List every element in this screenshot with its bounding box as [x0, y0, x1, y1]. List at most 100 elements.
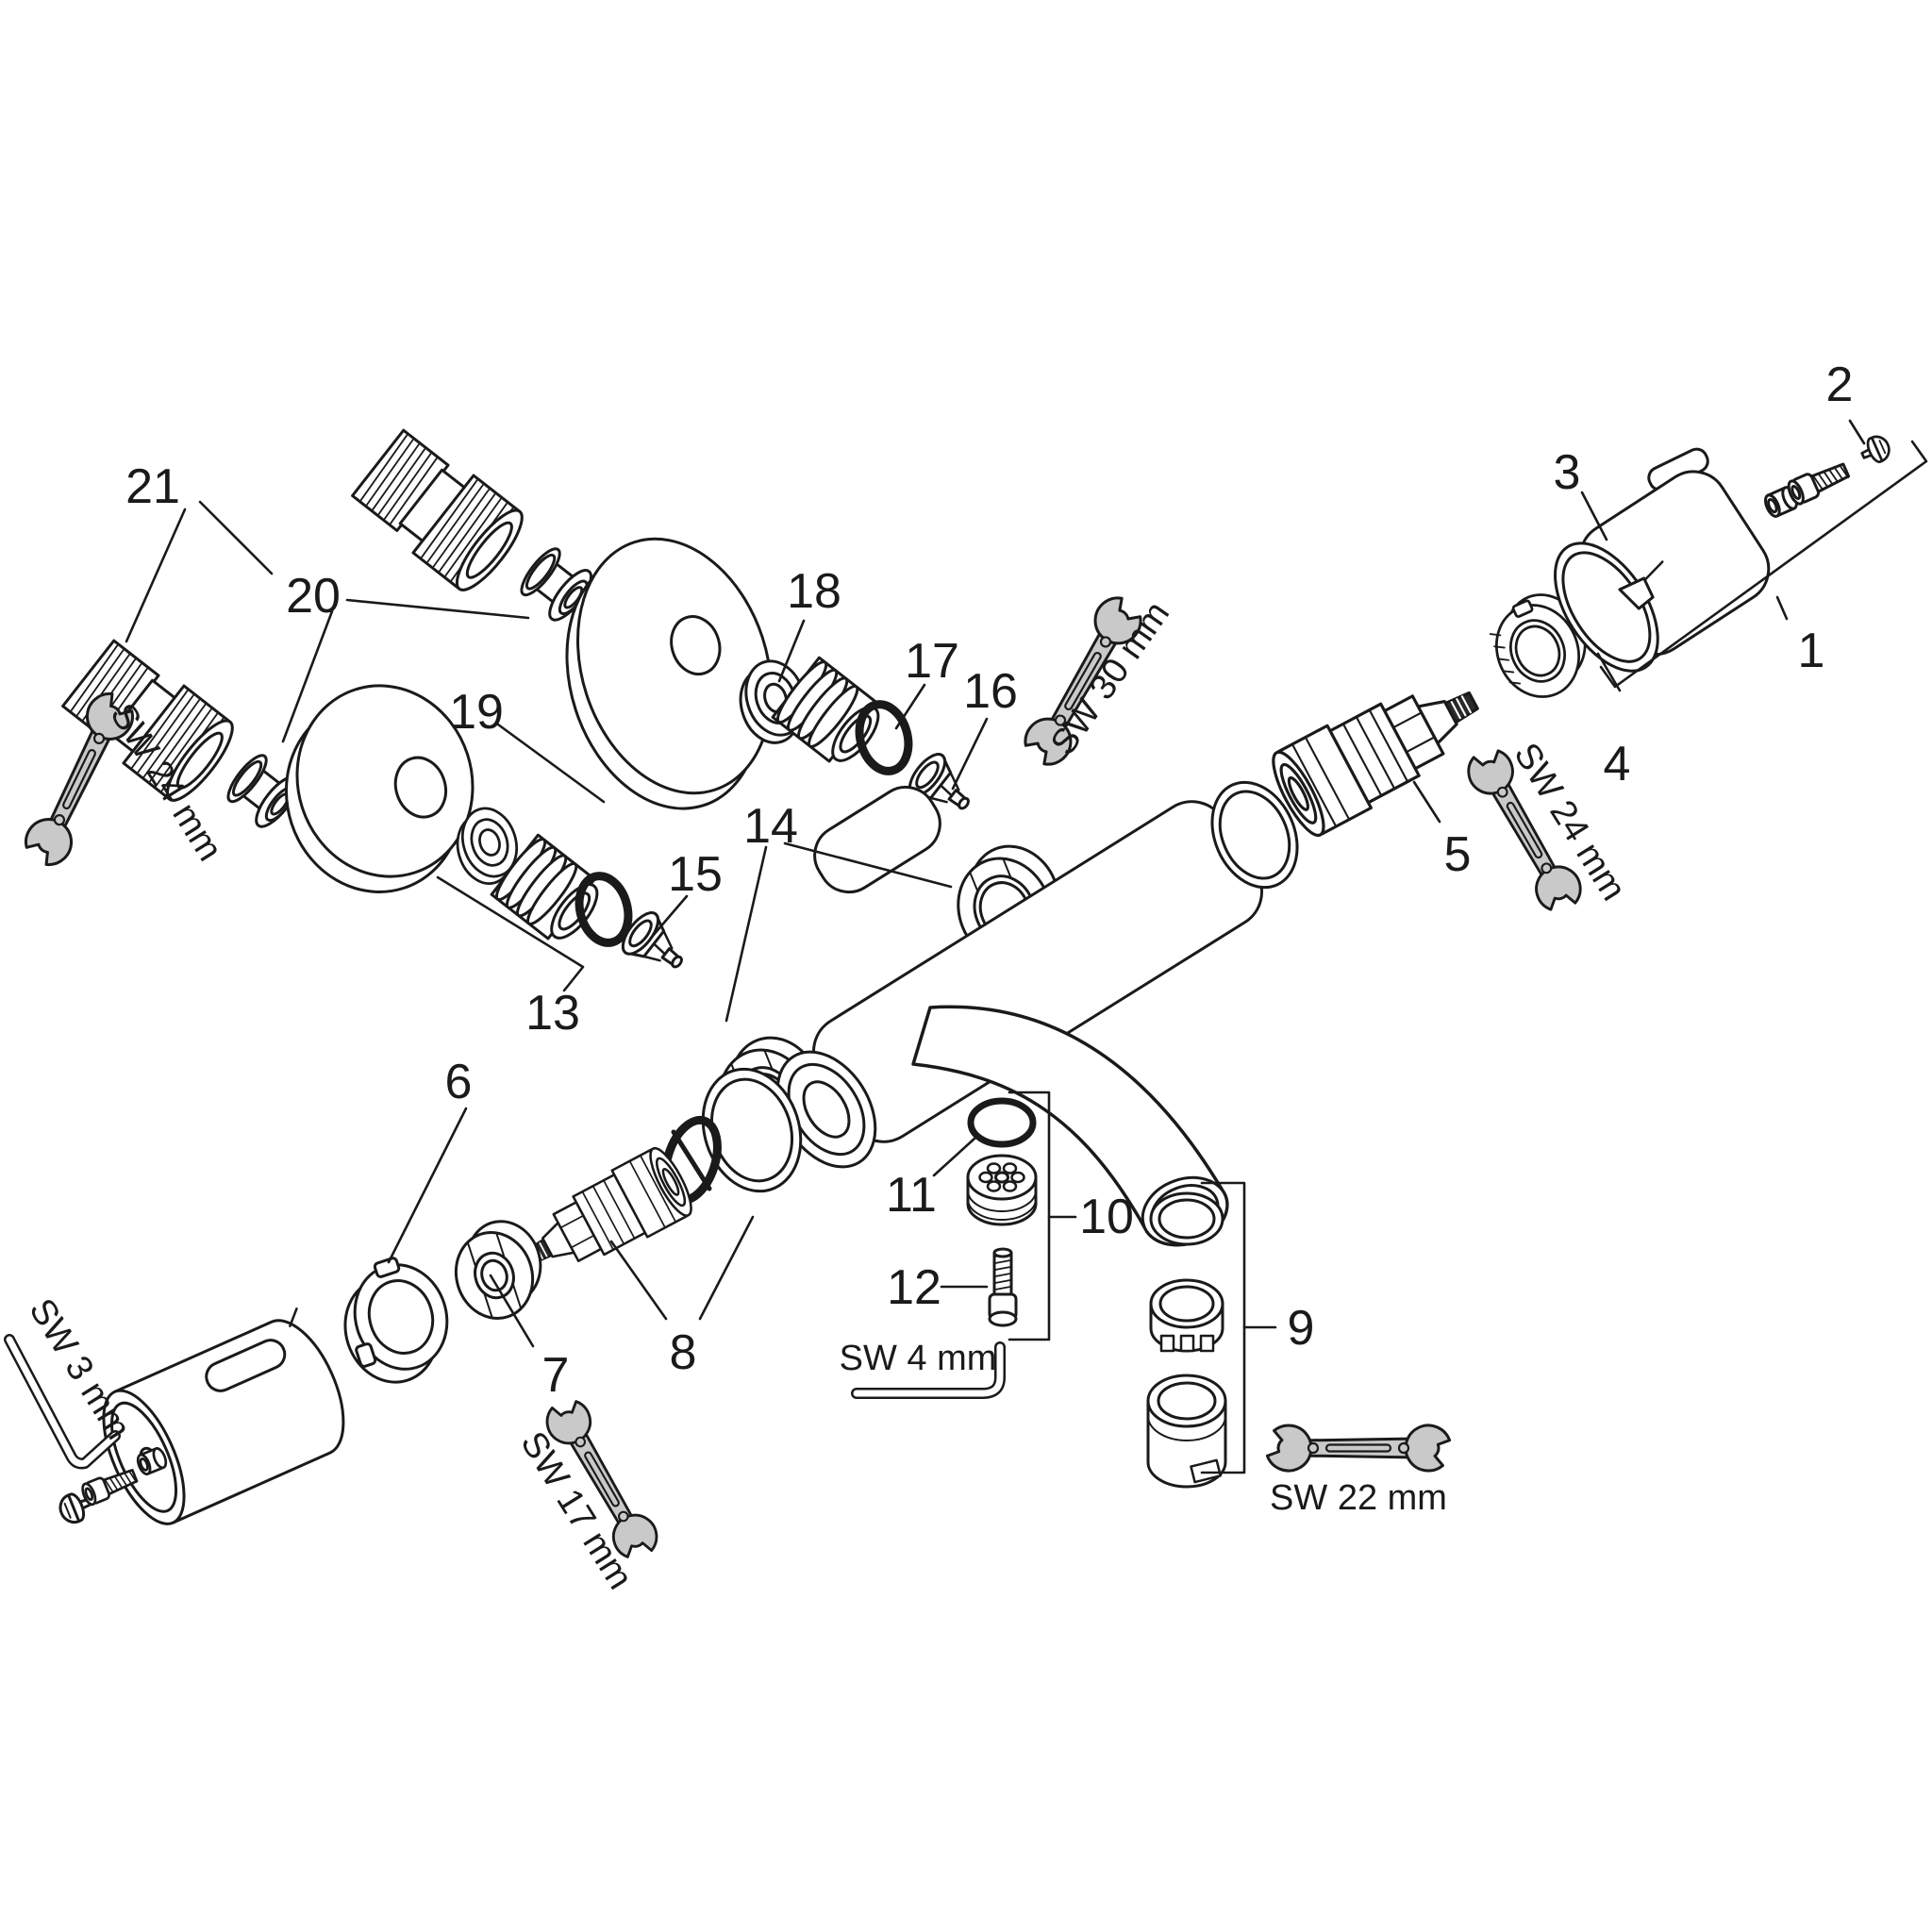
screw-thread — [994, 1286, 1011, 1291]
ring-hole — [367, 1279, 435, 1355]
part-check-valve-15 — [621, 911, 683, 969]
sleeve-pin — [1643, 560, 1664, 581]
body-port-left-hole — [802, 1080, 851, 1139]
core-top-inner — [1158, 1285, 1215, 1323]
escutcheon-hole — [393, 756, 448, 819]
wrench-head-bottom — [1024, 717, 1073, 766]
thread-ridge — [390, 458, 438, 525]
wrench-sw22 — [1265, 1424, 1452, 1473]
insert-hole — [1010, 1171, 1025, 1184]
bush-hole — [139, 1457, 149, 1472]
leader-part-11 — [932, 1136, 977, 1177]
knob-mark — [289, 1307, 298, 1327]
part-escutcheon-bottom — [284, 684, 475, 893]
nut-notch — [1511, 599, 1534, 618]
mouth-inner — [175, 731, 224, 790]
insert-hole — [1002, 1180, 1018, 1192]
leader-part-21 — [198, 500, 274, 575]
part-handle-screw — [81, 1469, 139, 1507]
leader-part-16 — [951, 717, 989, 791]
wrench-hole — [618, 1510, 629, 1523]
ring-rib — [1355, 715, 1396, 791]
plug-dome — [1870, 435, 1890, 462]
nut-hole — [1514, 625, 1561, 677]
housing-rib — [1147, 1415, 1226, 1441]
wrench-sw17 — [545, 1400, 658, 1558]
screw-thread — [994, 1266, 1011, 1271]
insert-fin — [642, 955, 661, 962]
screw-thread — [1833, 466, 1844, 481]
leader-part-7 — [489, 1274, 535, 1348]
knurl — [1508, 681, 1522, 685]
screw-socket — [84, 1487, 94, 1502]
part-label-5: 5 — [1444, 827, 1472, 882]
leader-part-6 — [387, 1107, 468, 1264]
wrench-head-top — [545, 1400, 592, 1445]
seal-inner — [1158, 1198, 1216, 1240]
leader-part-5 — [1412, 780, 1441, 824]
part-grub-screw-2 — [1787, 462, 1851, 506]
sleeve-clip — [1618, 576, 1655, 610]
part-handle-knob — [102, 1307, 345, 1525]
sleeve-rib — [526, 861, 578, 925]
part-seal-washer-bottom — [456, 807, 518, 885]
part-label-1: 1 — [1798, 624, 1825, 678]
part-aerator-insert-11 — [966, 1154, 1038, 1226]
leader-part-20 — [281, 609, 334, 743]
ring-rib — [591, 1185, 625, 1245]
allen-key-fill — [853, 1343, 1004, 1397]
leader-part-15 — [651, 894, 689, 938]
wrench-slot — [62, 748, 96, 810]
castellation — [1159, 1334, 1175, 1353]
leader-part-2 — [1848, 419, 1866, 445]
part-label-18: 18 — [787, 564, 841, 619]
leader-part-17 — [894, 683, 926, 730]
spline-groove — [1455, 697, 1467, 717]
knurl — [1489, 633, 1502, 637]
leader-part-4 — [1596, 652, 1622, 692]
part-handle-bush — [136, 1447, 168, 1475]
leader-part-3 — [1580, 491, 1608, 541]
leader-part-14 — [783, 841, 953, 889]
part-hex-bushing-7 — [454, 1220, 542, 1320]
wrench-slot — [1506, 801, 1543, 859]
wrench-slot — [1324, 1443, 1392, 1453]
part-connector-sleeve-top — [771, 656, 880, 763]
mouth-inner — [465, 521, 513, 579]
disc-left-inner — [525, 553, 557, 591]
insert-tip — [671, 955, 683, 969]
thread-ridge — [377, 448, 426, 515]
part-label-14: 14 — [743, 799, 798, 854]
part-thermostat-cartridge-5 — [1272, 691, 1479, 838]
screw-thread — [1838, 463, 1849, 479]
hex-facet — [570, 1234, 595, 1249]
wrench-hole — [575, 1436, 586, 1448]
sleeve-rib — [808, 684, 859, 748]
wrench-hole — [1099, 636, 1112, 648]
body-rib — [1304, 736, 1351, 821]
insert-rib — [967, 1198, 1037, 1221]
screw-thread — [1818, 473, 1829, 488]
tool-label-allen-key-sw4: SW 4 mm — [840, 1339, 997, 1378]
insert-tip — [958, 796, 970, 810]
part-label-10: 10 — [1079, 1190, 1134, 1244]
body-rib — [1291, 742, 1338, 828]
tool-label-allen-key-sw3: SW 3 mm — [21, 1292, 138, 1447]
leader-part-8 — [698, 1215, 755, 1321]
part-cartridge-8 — [525, 1146, 692, 1265]
part-label-19: 19 — [449, 685, 504, 740]
screw-thread — [118, 1474, 128, 1488]
screw-thread — [994, 1259, 1011, 1264]
part-label-8: 8 — [670, 1325, 697, 1380]
leader-part-18 — [777, 619, 806, 683]
part-label-15: 15 — [668, 847, 723, 902]
thread-ridge — [432, 489, 491, 568]
thread-ridge — [155, 708, 212, 788]
part-o-ring-17 — [855, 700, 913, 775]
wrench-sw24-right — [1467, 749, 1582, 911]
screw-socket — [1790, 485, 1802, 501]
escutcheon-face — [295, 684, 475, 878]
insert-rib — [967, 1190, 1037, 1212]
